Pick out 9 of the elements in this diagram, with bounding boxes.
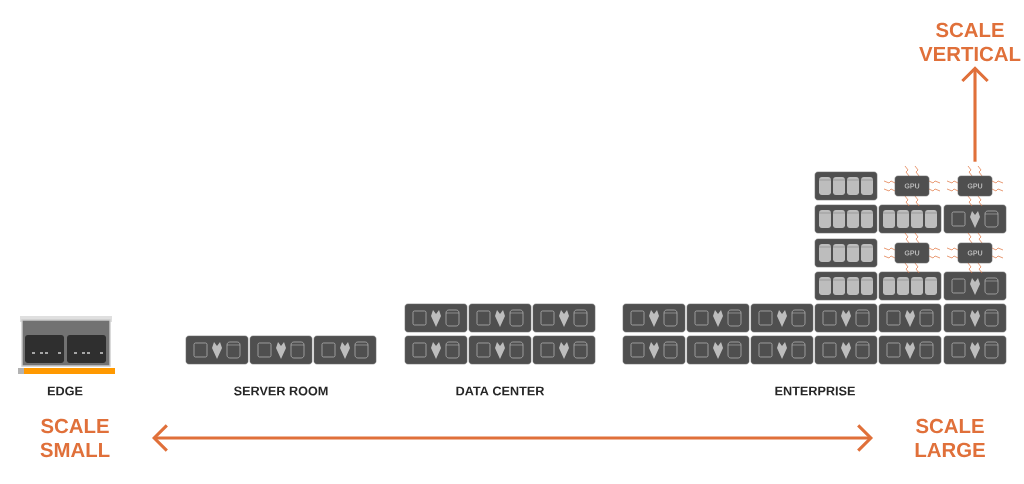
arrow [152,424,874,452]
scale-label: SCALE LARGE [915,418,985,458]
arrow [961,66,989,162]
scale-label: SCALE VERTICAL [919,22,1021,62]
section-label: ENTERPRISE [775,386,855,396]
section-label: DATA CENTER [456,386,545,396]
section-label: SERVER ROOM [234,386,328,396]
section-label: EDGE [47,386,83,396]
scale-label: SCALE SMALL [40,418,110,458]
